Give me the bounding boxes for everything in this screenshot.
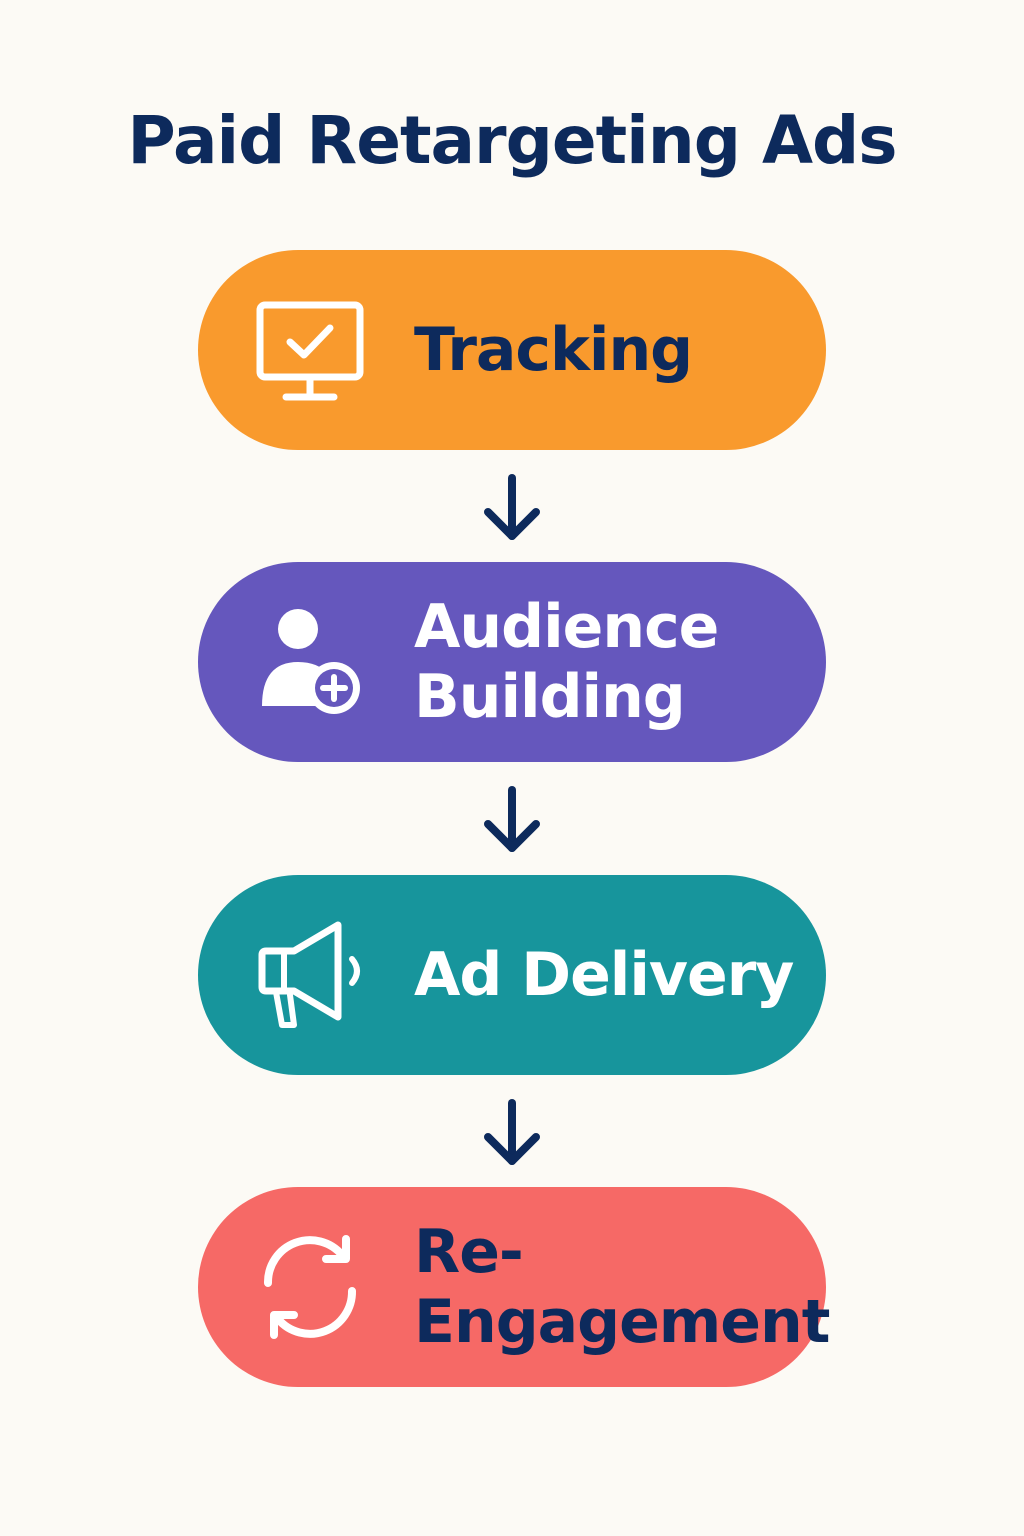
arrow-down-icon (482, 1097, 542, 1169)
step-tracking: Tracking (198, 250, 826, 450)
megaphone-icon (250, 915, 370, 1035)
step-ad-delivery: Ad Delivery (198, 875, 826, 1075)
arrow-down-icon (482, 472, 542, 544)
step-label: Audience Building (414, 592, 719, 732)
refresh-cycle-icon (250, 1227, 370, 1347)
page-title: Paid Retargeting Ads (127, 102, 897, 179)
user-add-icon (250, 602, 370, 722)
step-re-engagement: Re-Engagement (198, 1187, 830, 1387)
step-audience-building: Audience Building (198, 562, 826, 762)
monitor-check-icon (250, 290, 370, 410)
step-label: Re-Engagement (414, 1217, 830, 1357)
step-label: Ad Delivery (414, 940, 794, 1010)
step-label: Tracking (414, 315, 693, 385)
arrow-down-icon (482, 784, 542, 856)
